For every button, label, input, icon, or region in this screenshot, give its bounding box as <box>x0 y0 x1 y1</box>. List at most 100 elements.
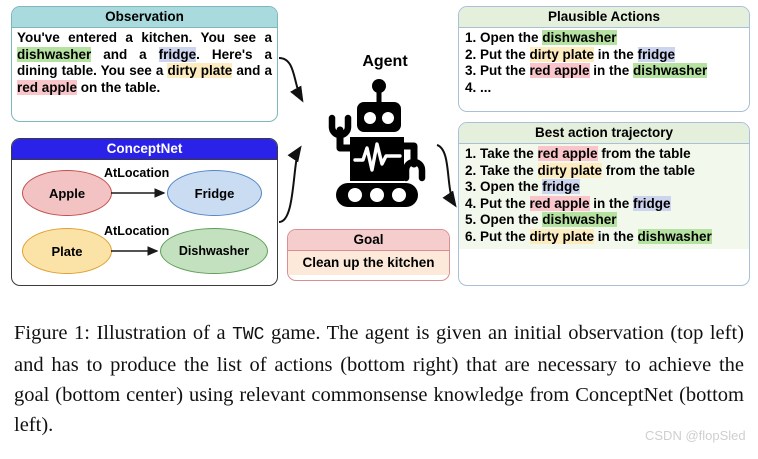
caption-mono-term: TWC <box>232 325 265 345</box>
list-item-number: 6. <box>465 228 477 244</box>
list-item-number: 5. <box>465 212 477 228</box>
plain-text: on the table. <box>77 79 161 95</box>
list-item: 4.... <box>465 80 744 97</box>
list-item: 2.Put the dirty plate in the fridge <box>465 46 744 64</box>
plain-text: in the <box>594 228 638 244</box>
plain-text: ... <box>480 79 492 95</box>
observation-text: You've entered a kitchen. You see a dish… <box>12 28 277 99</box>
caption-suffix: game. The agent is given an initial obse… <box>14 322 744 436</box>
list-item: 1.Take the red apple from the table <box>465 146 744 163</box>
list-item: 2.Take the dirty plate from the table <box>465 162 744 180</box>
relation-label-plate-dishwasher: AtLocation <box>104 224 170 238</box>
list-item-number: 4. <box>465 79 477 95</box>
node-apple: Apple <box>22 170 112 216</box>
highlighted-entity: red apple <box>529 195 590 211</box>
conceptnet-panel: ConceptNet Apple Fridge Plate Dishwasher… <box>11 138 278 286</box>
goal-panel: Goal Clean up the kitchen <box>287 229 450 281</box>
highlighted-entity: fridge <box>542 179 580 195</box>
plausible-actions-title: Plausible Actions <box>459 7 749 28</box>
conceptnet-edges <box>111 188 166 256</box>
list-item-text: Take the dirty plate from the table <box>480 162 744 180</box>
list-item-number: 1. <box>465 30 477 45</box>
highlighted-entity: dishwasher <box>637 228 712 244</box>
arrow-conceptnet-to-agent <box>278 145 302 223</box>
goal-title: Goal <box>288 230 449 251</box>
plain-text: in the <box>589 63 634 79</box>
highlighted-entity: fridge <box>637 46 676 62</box>
highlighted-entity: dirty plate <box>537 162 603 178</box>
plain-text: from the table <box>597 146 691 161</box>
relation-label-apple-fridge: AtLocation <box>104 166 170 180</box>
highlighted-entity: dirty plate <box>529 228 595 244</box>
node-dishwasher: Dishwasher <box>160 228 268 274</box>
plain-text: in the <box>589 195 634 211</box>
list-item-text: Put the dirty plate in the fridge <box>480 46 744 64</box>
list-item-text: Open the dishwasher <box>480 30 744 47</box>
best-trajectory-panel: Best action trajectory 1.Take the red ap… <box>458 122 750 286</box>
list-item: 5.Open the dishwasher <box>465 212 744 229</box>
plain-text: Open the <box>480 179 543 195</box>
figure-diagram: Observation You've entered a kitchen. Yo… <box>11 6 750 286</box>
highlighted-entity: red apple <box>537 146 598 161</box>
list-item-number: 2. <box>465 46 477 62</box>
plain-text: Put the <box>480 63 530 79</box>
list-item: 3.Put the red apple in the dishwasher <box>465 63 744 80</box>
highlighted-entity: red apple <box>529 63 590 79</box>
highlighted-entity: dirty plate <box>529 46 595 62</box>
plain-text: Open the <box>480 30 543 45</box>
plain-text: Put the <box>480 195 530 211</box>
observation-title: Observation <box>12 7 277 28</box>
figure-caption: Figure 1: Illustration of a TWC game. Th… <box>14 318 744 440</box>
list-item: 6.Put the dirty plate in the dishwasher <box>465 228 744 246</box>
plain-text: You've entered a kitchen. You see a <box>17 30 272 45</box>
highlighted-entity: dishwasher <box>633 63 708 79</box>
plain-text: Open the <box>480 212 543 228</box>
list-item-text: Put the red apple in the fridge <box>480 195 744 213</box>
list-item: 1.Open the dishwasher <box>465 30 744 47</box>
agent-label: Agent <box>362 53 408 70</box>
arrow-agent-to-trajectory <box>436 144 457 208</box>
plain-text: . Here's a dining table. You see a <box>17 46 272 79</box>
plain-text: Put the <box>480 228 530 244</box>
list-item-text: Open the fridge <box>480 179 744 196</box>
plain-text: and a <box>91 46 159 62</box>
conceptnet-graph: Apple Fridge Plate Dishwasher AtLocation… <box>12 160 277 282</box>
highlighted-entity: red apple <box>17 79 78 95</box>
robot-icon <box>328 79 426 207</box>
watermark: CSDN @flopSled <box>645 428 746 443</box>
caption-prefix: Figure 1: Illustration of a <box>14 322 233 344</box>
plain-text: Put the <box>480 46 530 62</box>
observation-panel: Observation You've entered a kitchen. Yo… <box>11 6 278 122</box>
list-item-number: 2. <box>465 162 477 178</box>
highlighted-entity: dishwasher <box>542 212 617 228</box>
highlighted-entity: dishwasher <box>17 46 92 62</box>
highlighted-entity: dirty plate <box>167 63 233 79</box>
list-item-number: 3. <box>465 63 477 79</box>
node-plate: Plate <box>22 228 112 274</box>
list-item-number: 4. <box>465 195 477 211</box>
goal-text: Clean up the kitchen <box>288 251 449 275</box>
plain-text: Take the <box>480 162 538 178</box>
list-item-text: Open the dishwasher <box>480 212 744 229</box>
node-fridge: Fridge <box>167 170 262 216</box>
highlighted-entity: dishwasher <box>542 30 617 45</box>
list-item-number: 3. <box>465 179 477 195</box>
list-item: 4.Put the red apple in the fridge <box>465 195 744 213</box>
list-item-text: ... <box>480 80 744 97</box>
list-item-text: Put the dirty plate in the dishwasher <box>480 228 744 246</box>
list-item-text: Put the red apple in the dishwasher <box>480 63 744 80</box>
list-item-text: Take the red apple from the table <box>480 146 744 163</box>
plain-text: from the table <box>602 162 696 178</box>
plain-text: and a <box>232 63 273 79</box>
best-trajectory-title: Best action trajectory <box>459 123 749 144</box>
highlighted-entity: fridge <box>633 195 671 211</box>
list-item-number: 1. <box>465 146 477 161</box>
arrow-observation-to-agent <box>278 57 304 103</box>
plain-text: Take the <box>480 146 538 161</box>
list-item: 3.Open the fridge <box>465 179 744 196</box>
highlighted-entity: fridge <box>158 46 197 62</box>
